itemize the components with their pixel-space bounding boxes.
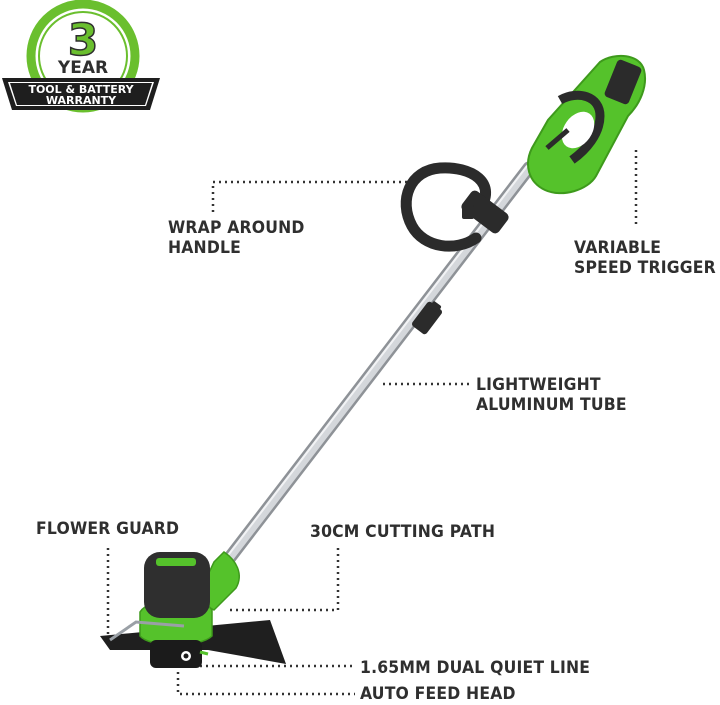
callout-dual-line: 1.65MM DUAL QUIET LINE [360, 658, 590, 678]
callout-dual-line-text: 1.65MM DUAL QUIET LINE [360, 658, 591, 678]
auto-feed-line [176, 672, 355, 696]
callout-wrap-handle-line1: WRAP AROUND [168, 218, 305, 238]
callout-lines [106, 150, 638, 696]
callout-flower-guard-text: FLOWER GUARD [36, 519, 180, 539]
badge-line1: TOOL & BATTERY [28, 83, 134, 96]
flower-guard-wire [109, 620, 185, 642]
callout-aluminum-tube-line2: ALUMINUM TUBE [476, 395, 627, 415]
badge-line2: WARRANTY [46, 94, 117, 107]
badge-year: YEAR [57, 58, 108, 78]
callout-cutting-path: 30CM CUTTING PATH [310, 522, 495, 542]
shaft-clamp [411, 301, 443, 335]
callout-wrap-handle: WRAP AROUND HANDLE [168, 218, 305, 258]
badge-number: 3 [68, 15, 99, 66]
callout-aluminum-tube: LIGHTWEIGHT ALUMINUM TUBE [476, 375, 627, 415]
callout-variable-trigger: VARIABLE SPEED TRIGGER [574, 238, 716, 278]
callout-flower-guard: FLOWER GUARD [36, 519, 179, 539]
wrap-handle-line [211, 180, 415, 212]
callout-aluminum-tube-line1: LIGHTWEIGHT [476, 375, 601, 395]
trimmer-head [100, 551, 286, 668]
wrap-handle [400, 162, 509, 252]
callout-variable-trigger-line1: VARIABLE [574, 238, 662, 258]
callout-variable-trigger-line2: SPEED TRIGGER [574, 258, 716, 278]
callout-cutting-path-text: 30CM CUTTING PATH [310, 522, 496, 542]
cutting-path-line [230, 548, 340, 612]
warranty-badge: 3 YEAR TOOL & BATTERY WARRANTY [2, 0, 160, 113]
rear-handle-housing [527, 54, 646, 195]
callout-auto-feed-text: AUTO FEED HEAD [360, 684, 516, 704]
callout-wrap-handle-line2: HANDLE [168, 238, 242, 258]
callout-auto-feed: AUTO FEED HEAD [360, 684, 516, 704]
